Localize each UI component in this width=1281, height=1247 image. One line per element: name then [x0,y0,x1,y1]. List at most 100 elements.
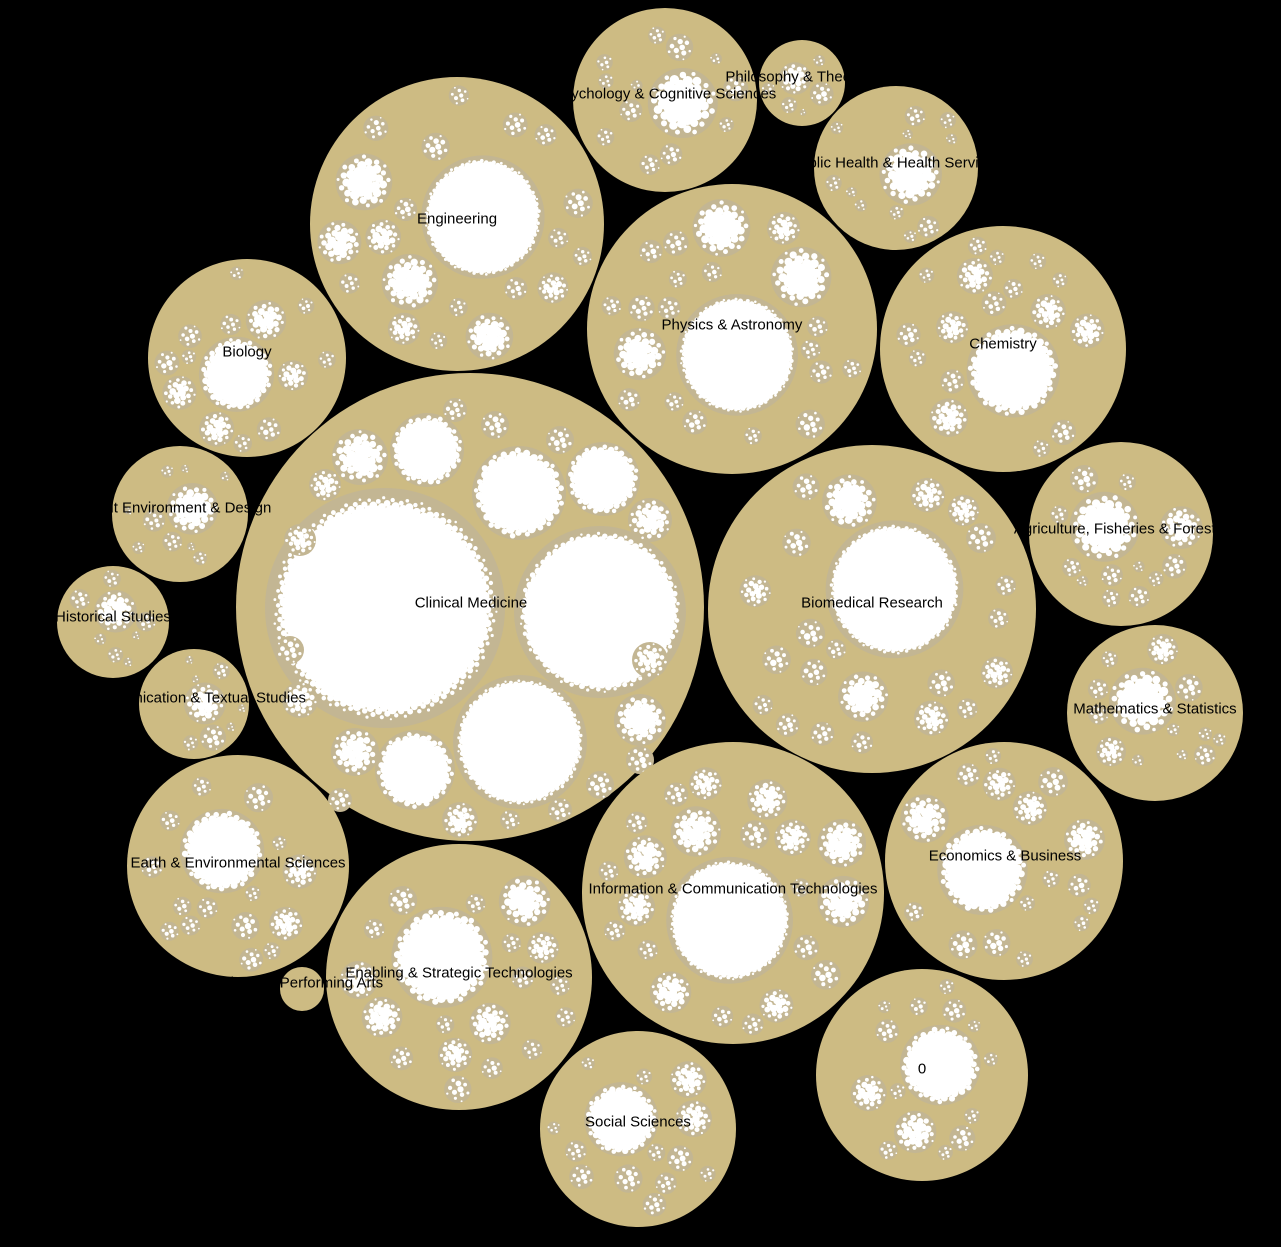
leaf-circle [276,589,280,593]
leaf-circle [348,163,356,171]
leaf-circle [842,623,847,629]
leaf-circle [377,131,382,136]
leaf-circle [581,451,590,460]
leaf-circle [542,141,545,145]
leaf-circle [291,548,295,552]
leaf-circle [656,708,662,715]
leaf-circle [502,817,505,821]
leaf-circle [505,811,508,814]
leaf-circle [445,827,449,831]
leaf-circle [505,291,508,294]
leaf-circle [794,534,800,540]
leaf-circle [389,328,393,331]
leaf-circle [546,521,552,527]
leaf-circle [770,707,773,709]
leaf-circle [400,315,404,319]
leaf-circle [491,316,496,321]
leaf-circle [874,528,881,535]
leaf-circle [913,503,916,505]
leaf-circle [818,740,822,744]
leaf-circle [669,622,678,631]
leaf-circle [451,416,455,420]
leaf-circle [303,533,310,539]
leaf-circle [435,479,441,485]
leaf-circle [479,648,485,654]
leaf-circle [431,338,434,341]
leaf-circle [831,577,837,583]
field-clinical-medicine[interactable] [236,373,704,841]
leaf-circle [494,421,501,429]
leaf-circle [305,540,312,546]
leaf-circle [652,647,657,653]
leaf-circle [650,528,657,535]
leaf-circle [319,234,324,239]
leaf-circle [379,773,387,780]
leaf-circle [595,686,601,692]
leaf-circle [491,791,498,798]
leaf-circle [556,816,560,820]
leaf-circle [273,622,277,625]
leaf-circle [488,794,492,798]
leaf-circle [621,728,627,734]
leaf-circle [405,296,413,304]
leaf-circle [931,487,938,494]
leaf-circle [395,336,400,341]
leaf-circle [493,686,501,694]
leaf-circle [441,513,445,516]
leaf-circle [628,539,634,545]
leaf-circle [523,126,527,130]
leaf-circle [526,188,532,195]
leaf-circle [552,691,558,698]
leaf-circle [459,527,463,532]
leaf-circle [553,229,556,232]
subfield-circle[interactable] [363,115,389,141]
leaf-circle [568,199,573,205]
subfield-circle[interactable] [850,731,874,754]
leaf-circle [965,701,970,706]
leaf-circle [983,549,986,552]
subfield-circle[interactable] [548,798,572,822]
leaf-circle [572,713,577,717]
leaf-circle [822,674,826,678]
leaf-circle [311,523,316,528]
leaf-circle [904,649,909,653]
leaf-circle [465,711,470,716]
leaf-circle [973,526,979,532]
leaf-circle [342,803,346,807]
leaf-circle [843,693,851,702]
leaf-circle [418,288,428,298]
leaf-circle [296,685,301,689]
leaf-circle [379,198,384,203]
leaf-circle [523,249,529,254]
leaf-circle [328,477,335,485]
leaf-circle [397,707,405,715]
leaf-circle [351,765,358,772]
leaf-circle [816,683,819,685]
leaf-circle [554,785,560,791]
leaf-circle [946,676,951,681]
leaf-circle [945,718,949,722]
leaf-circle [586,688,590,692]
leaf-circle [429,702,435,707]
leaf-circle [997,582,1001,587]
leaf-circle [667,644,673,649]
leaf-circle [453,402,458,408]
leaf-circle [330,258,334,262]
leaf-circle [550,274,553,278]
leaf-circle [307,713,310,716]
leaf-circle [579,683,585,690]
leaf-circle [340,699,347,707]
leaf-circle [404,206,411,213]
leaf-circle [542,460,550,468]
leaf-circle [860,735,865,740]
leaf-circle [393,316,397,320]
leaf-circle [411,303,416,308]
leaf-circle [389,718,392,721]
leaf-circle [367,235,371,240]
leaf-circle [399,199,403,203]
leaf-circle [563,428,567,431]
leaf-circle [496,427,502,434]
leaf-circle [405,317,411,323]
subfield-circle[interactable] [534,124,557,146]
leaf-circle [483,567,488,572]
